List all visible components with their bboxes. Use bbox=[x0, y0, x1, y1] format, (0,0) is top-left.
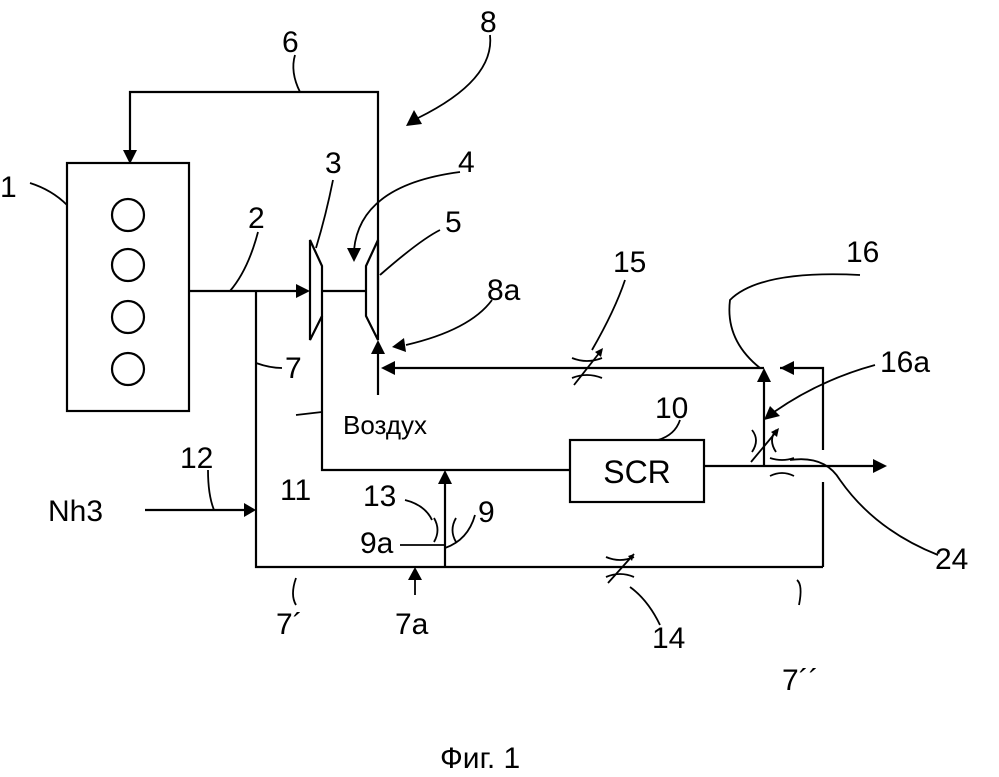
label-10: 10 bbox=[655, 392, 688, 425]
leader-9 bbox=[445, 515, 475, 548]
label-8a: 8a bbox=[487, 274, 521, 307]
turbine bbox=[310, 240, 322, 340]
leader-lines bbox=[30, 35, 938, 625]
leader-24 bbox=[790, 459, 938, 555]
leader-4-arrow bbox=[347, 248, 361, 262]
leader-2 bbox=[230, 232, 258, 291]
leader-8a-arrow bbox=[392, 338, 406, 352]
engine-block bbox=[67, 163, 189, 411]
label-16: 16 bbox=[846, 236, 879, 269]
ammonia-text: Nh3 bbox=[48, 495, 103, 528]
label-24: 24 bbox=[935, 543, 968, 576]
return-line bbox=[381, 361, 764, 375]
leader-1 bbox=[30, 183, 67, 205]
leader-15 bbox=[592, 280, 625, 350]
label-9: 9 bbox=[478, 496, 495, 529]
compressor bbox=[366, 240, 378, 340]
label-11: 11 bbox=[280, 474, 311, 507]
cylinder-1 bbox=[112, 199, 144, 231]
cylinder-4 bbox=[112, 353, 144, 385]
egr-line bbox=[123, 92, 378, 290]
cylinder-2 bbox=[112, 249, 144, 281]
ammonia-line bbox=[145, 503, 256, 517]
exhaust-line bbox=[189, 284, 310, 298]
leader-8a bbox=[406, 300, 492, 345]
label-13: 13 bbox=[363, 480, 396, 513]
leader-12 bbox=[208, 470, 214, 510]
label-4: 4 bbox=[458, 146, 475, 179]
scr-unit: SCR bbox=[570, 440, 704, 502]
leader-6 bbox=[293, 55, 300, 92]
label-16a: 16a bbox=[880, 346, 930, 379]
leader-7-double-prime bbox=[797, 580, 801, 605]
label-8: 8 bbox=[480, 6, 497, 39]
cylinder-3 bbox=[112, 301, 144, 333]
leader-13 bbox=[405, 500, 432, 520]
label-3: 3 bbox=[325, 147, 342, 180]
leader-7 bbox=[256, 363, 282, 368]
scr-outlet-line bbox=[704, 459, 887, 473]
label-7-double-prime: 7´´ bbox=[782, 664, 819, 697]
label-7-prime: 7´ bbox=[276, 608, 303, 641]
valve-14 bbox=[606, 554, 634, 583]
leader-16a-arrow bbox=[764, 406, 780, 420]
label-12: 12 bbox=[180, 442, 213, 475]
label-15: 15 bbox=[613, 246, 646, 279]
figure-caption: Фиг. 1 bbox=[440, 742, 520, 775]
connection-9-line bbox=[438, 470, 452, 567]
label-6: 6 bbox=[282, 26, 299, 59]
leader-8 bbox=[418, 35, 490, 118]
engine bbox=[67, 163, 189, 411]
leader-14 bbox=[630, 587, 660, 625]
scr-label: SCR bbox=[603, 454, 671, 490]
leader-3 bbox=[316, 180, 333, 248]
air-text: Воздух bbox=[343, 410, 427, 440]
turbine-outlet-line bbox=[322, 316, 570, 470]
leader-7-prime bbox=[293, 578, 296, 605]
bypass-right-loop bbox=[780, 361, 823, 567]
leader-11 bbox=[296, 412, 322, 415]
label-9a: 9a bbox=[360, 527, 394, 560]
leader-7a-arrow bbox=[408, 567, 422, 580]
label-14: 14 bbox=[652, 622, 685, 655]
labels: 1 2 3 4 5 6 7 7´ 7a 7´´ 8 8a 9 9a 10 11 … bbox=[0, 6, 968, 697]
label-2: 2 bbox=[248, 202, 265, 235]
label-1: 1 bbox=[0, 171, 17, 204]
leader-16 bbox=[729, 274, 860, 368]
label-5: 5 bbox=[445, 206, 462, 239]
leader-5 bbox=[380, 230, 440, 275]
label-7: 7 bbox=[285, 352, 302, 385]
valve-15 bbox=[572, 348, 603, 385]
bypass-line bbox=[256, 291, 823, 567]
label-7a: 7a bbox=[395, 608, 429, 641]
